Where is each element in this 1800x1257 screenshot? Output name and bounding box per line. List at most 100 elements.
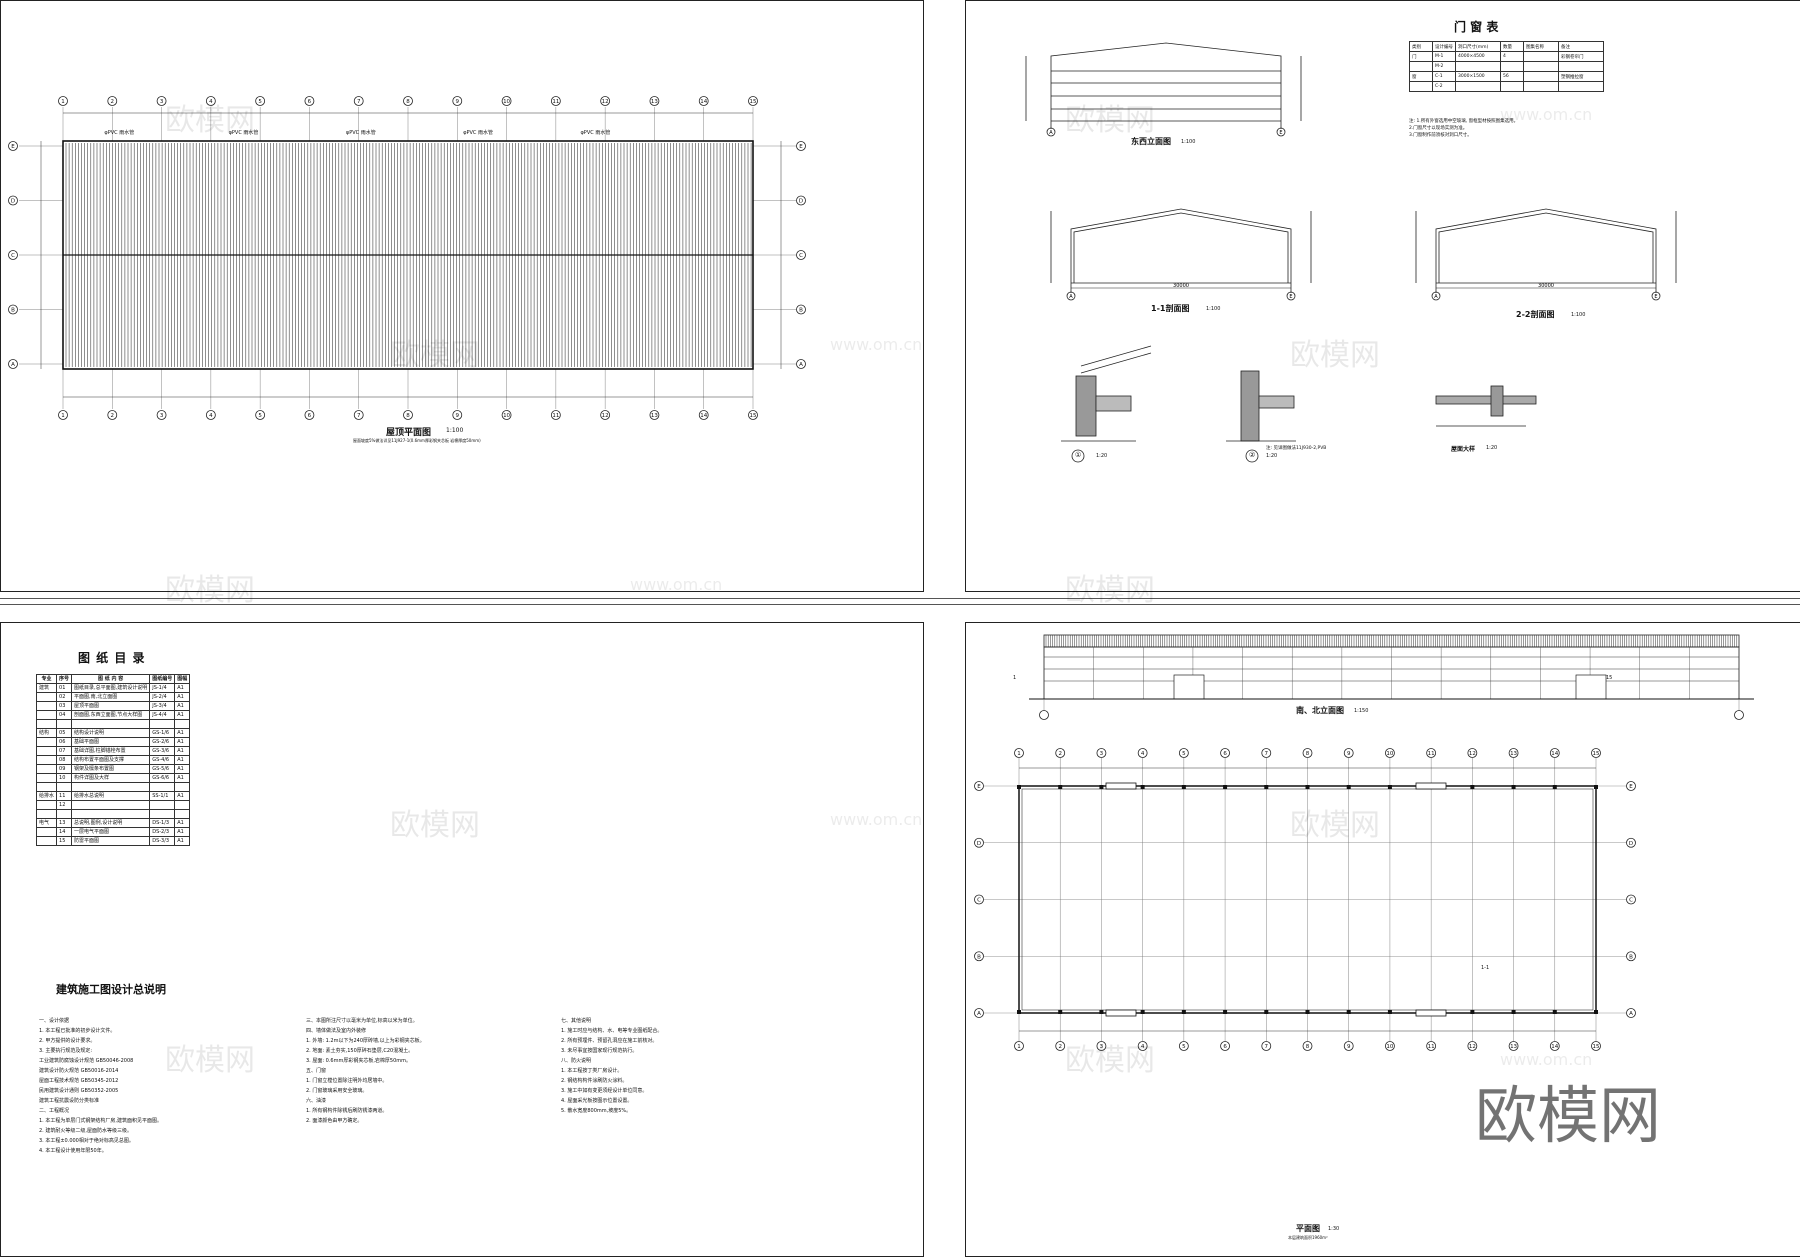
plan-column: [1099, 785, 1104, 789]
drawing-list-cell: 05: [56, 728, 73, 738]
drawing-list-cell: GS-2/6: [149, 737, 176, 747]
plan-axis-top-bubble: [1549, 748, 1560, 758]
roof-axis-top-label: 15: [750, 99, 757, 105]
roof-axis-bottom-bubble: [255, 410, 266, 420]
plan-column: [1387, 1010, 1392, 1014]
dw-table-cell: C-1: [1432, 71, 1456, 82]
section-2-2-drawing: [1415, 208, 1677, 301]
dw-note-1: 注: 1.所有外窗选用中空玻璃, 窗框型材按照图集选用。: [1409, 119, 1519, 124]
sn-axis-bubble: [1734, 710, 1744, 720]
plan-axis-bottom-label: 7: [1265, 1044, 1269, 1050]
roof-axis-bottom-label: 7: [357, 413, 361, 419]
roof-axis-top-bubble: [550, 96, 561, 106]
plan-axis-bottom-bubble: [1343, 1041, 1354, 1051]
plan-column: [1552, 1010, 1557, 1014]
floor-plan-scale: 1:30: [1328, 1226, 1340, 1232]
drawing-list-cell: JS-1/4: [149, 683, 176, 693]
plan-axis-bottom-label: 5: [1182, 1044, 1186, 1050]
drawing-list-cell: 建筑: [35, 683, 58, 693]
drawing-list-cell: [149, 809, 176, 819]
general-notes-line: 建筑工程抗震设防分类标准: [39, 1098, 100, 1104]
drawing-list-header-cell: 图幅: [174, 674, 191, 684]
plan-axis-top-bubble: [1220, 748, 1230, 758]
plan-axis-top-bubble: [1385, 748, 1395, 758]
general-notes-line: 3. 施工中如有变更须经设计单位同意。: [561, 1088, 648, 1094]
plan-axis-bottom-bubble: [1508, 1041, 1519, 1051]
general-notes-line: 1. 门窗立樘位置除注明外均居墙中。: [306, 1078, 388, 1084]
drawing-list-cell: [71, 809, 151, 819]
plan-axis-bottom-bubble: [1220, 1041, 1230, 1051]
general-notes-line: 1. 施工时应与结构、水、电等专业图纸配合。: [561, 1028, 663, 1034]
drawing-list-cell: A1: [174, 827, 191, 837]
drawing-list-cell: 结构: [35, 728, 58, 738]
drawing-list-cell: [35, 800, 58, 810]
drawing-list-header-cell: 图纸编号: [149, 674, 176, 684]
drawing-list-cell: 剖面图,东西立面图,节点大样图: [71, 710, 151, 720]
roof-axis-bottom-bubble: [58, 410, 68, 420]
plan-axis-right-bubble: [1626, 951, 1636, 962]
plan-axis-bottom-label: 9: [1347, 1044, 1351, 1050]
plan-axis-left-label: C: [977, 898, 981, 904]
dw-table-cell: 塑钢推拉窗: [1558, 71, 1604, 82]
plan-axis-right-label: B: [1629, 954, 1633, 960]
roof-axis-top-bubble: [452, 96, 463, 106]
roof-axis-right-bubble: [796, 195, 806, 206]
detail-1-scale: 1:20: [1096, 453, 1108, 459]
drawing-list-cell: 14: [56, 827, 73, 837]
plan-column: [1140, 785, 1145, 789]
plan-axis-right-bubble: [1626, 1008, 1636, 1018]
plan-axis-right-bubble: [1626, 781, 1636, 791]
general-notes-line: 2. 甲方提供的设计要求。: [39, 1038, 96, 1044]
drawing-list-cell: 一层电气平面图: [71, 827, 151, 837]
roof-axis-bottom-label: 4: [209, 413, 213, 419]
plan-axis-bottom-bubble: [1014, 1041, 1024, 1051]
plan-axis-bottom-label: 2: [1058, 1044, 1062, 1050]
drawing-list-cell: [35, 737, 58, 747]
drawing-list-cell: [35, 782, 58, 792]
plan-axis-top-bubble: [1261, 748, 1272, 758]
plan-axis-right-label: E: [1629, 784, 1633, 790]
drawing-list-cell: 02: [56, 692, 73, 702]
plan-axis-right-bubble: [1626, 894, 1636, 905]
drawing-list-cell: A1: [174, 746, 191, 756]
drawing-list-cell: 11: [56, 791, 73, 801]
plan-axis-top-bubble: [1343, 748, 1354, 758]
roof-axis-top-label: 10: [503, 99, 510, 105]
roof-gutter-label: φPVC 雨水管: [104, 129, 134, 136]
roof-axis-bottom-bubble: [107, 410, 118, 420]
drawing-list-cell: JS-4/4: [149, 710, 176, 720]
plan-door-opening: [1415, 782, 1447, 790]
plan-column: [1594, 785, 1598, 789]
general-notes-line: 2. 面漆颜色由甲方确定。: [306, 1118, 363, 1124]
plan-axis-top-bubble: [1508, 748, 1519, 758]
drawing-list-cell: A1: [174, 701, 191, 711]
dw-table-cell: 门: [1409, 51, 1433, 62]
general-notes-line: 1. 本工程按丁类厂房设计。: [561, 1068, 623, 1074]
plan-axis-bottom-bubble: [1055, 1041, 1066, 1051]
dw-table-cell: [1558, 81, 1604, 92]
plan-axis-top-label: 1: [1017, 751, 1021, 757]
plan-axis-bottom-bubble: [1385, 1041, 1395, 1051]
plan-door-opening: [1415, 1009, 1447, 1017]
plan-axis-left-label: D: [977, 841, 981, 847]
section-1-1-scale: 1:100: [1206, 306, 1221, 312]
plan-axis-top-bubble: [1137, 748, 1148, 758]
drawing-list-cell: [71, 800, 151, 810]
plan-axis-bottom-label: 1: [1017, 1044, 1021, 1050]
general-notes-line: 建筑设计防火规范 GB50016-2014: [39, 1068, 119, 1074]
plan-column: [1387, 785, 1392, 789]
drawing-list-cell: A1: [174, 692, 191, 702]
sn-axis-bubble: [1039, 710, 1049, 720]
section-2-2-axis-left: A: [1434, 294, 1438, 300]
plan-column: [1470, 1010, 1475, 1014]
dw-table-row: C-2: [1409, 81, 1604, 92]
drawing-list-cell: GS-6/6: [149, 773, 176, 783]
roof-gutter-label: φPVC 雨水管: [346, 129, 376, 136]
roof-axis-bottom-label: 15: [750, 413, 757, 419]
roof-axis-top-label: 9: [456, 99, 460, 105]
drawing-list-cell: DS-1/3: [149, 818, 176, 828]
